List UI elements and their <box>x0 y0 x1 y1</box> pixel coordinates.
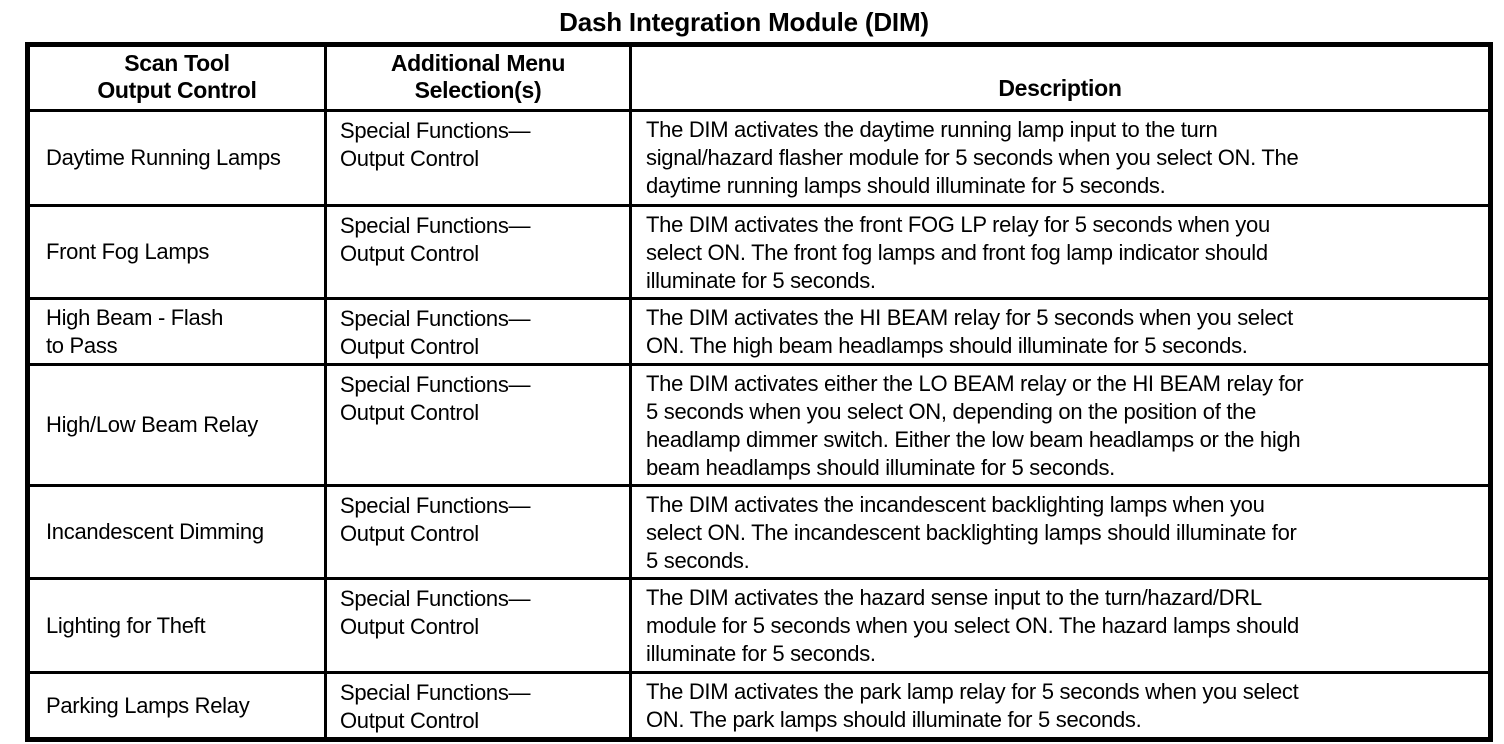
column-header-description: Description <box>629 43 1492 112</box>
cell-output-control: High/Low Beam Relay <box>26 363 327 487</box>
cell-description: The DIM activates the daytime running la… <box>629 109 1492 207</box>
cell-menu-selection: Special Functions— Output Control <box>324 671 632 741</box>
column-header-scan-tool-output-control: Scan Tool Output Control <box>26 43 327 112</box>
cell-menu-selection: Special Functions— Output Control <box>324 577 632 674</box>
cell-output-control: Front Fog Lamps <box>26 204 327 300</box>
table-header-row: Scan Tool Output Control Additional Menu… <box>26 43 1492 112</box>
cell-menu-selection: Special Functions— Output Control <box>324 109 632 207</box>
cell-output-control: Lighting for Theft <box>26 577 327 674</box>
cell-menu-selection: Special Functions— Output Control <box>324 204 632 300</box>
cell-output-control: Incandescent Dimming <box>26 484 327 580</box>
cell-description: The DIM activates the hazard sense input… <box>629 577 1492 674</box>
cell-output-control: Daytime Running Lamps <box>26 109 327 207</box>
cell-menu-selection: Special Functions— Output Control <box>324 297 632 366</box>
cell-description: The DIM activates the front FOG LP relay… <box>629 204 1492 300</box>
cell-output-control: Parking Lamps Relay <box>26 671 327 741</box>
cell-menu-selection: Special Functions— Output Control <box>324 484 632 580</box>
cell-description: The DIM activates the park lamp relay fo… <box>629 671 1492 741</box>
cell-description: The DIM activates either the LO BEAM rel… <box>629 363 1492 487</box>
cell-menu-selection: Special Functions— Output Control <box>324 363 632 487</box>
table-row-parking-lamps-relay: Parking Lamps Relay Special Functions— O… <box>26 671 1492 741</box>
table-row-front-fog-lamps: Front Fog Lamps Special Functions— Outpu… <box>26 204 1492 300</box>
cell-output-control: High Beam - Flash to Pass <box>26 297 327 366</box>
table-row-lighting-for-theft: Lighting for Theft Special Functions— Ou… <box>26 577 1492 674</box>
column-header-additional-menu-selections: Additional Menu Selection(s) <box>324 43 632 112</box>
table-row-daytime-running-lamps: Daytime Running Lamps Special Functions—… <box>26 109 1492 207</box>
table-row-incandescent-dimming: Incandescent Dimming Special Functions— … <box>26 484 1492 580</box>
page-title: Dash Integration Module (DIM) <box>559 7 929 37</box>
cell-description: The DIM activates the HI BEAM relay for … <box>629 297 1492 366</box>
cell-description: The DIM activates the incandescent backl… <box>629 484 1492 580</box>
table-row-high-beam-flash-to-pass: High Beam - Flash to Pass Special Functi… <box>26 297 1492 366</box>
table-row-high-low-beam-relay: High/Low Beam Relay Special Functions— O… <box>26 363 1492 487</box>
dim-output-control-table: Scan Tool Output Control Additional Menu… <box>25 42 1493 742</box>
